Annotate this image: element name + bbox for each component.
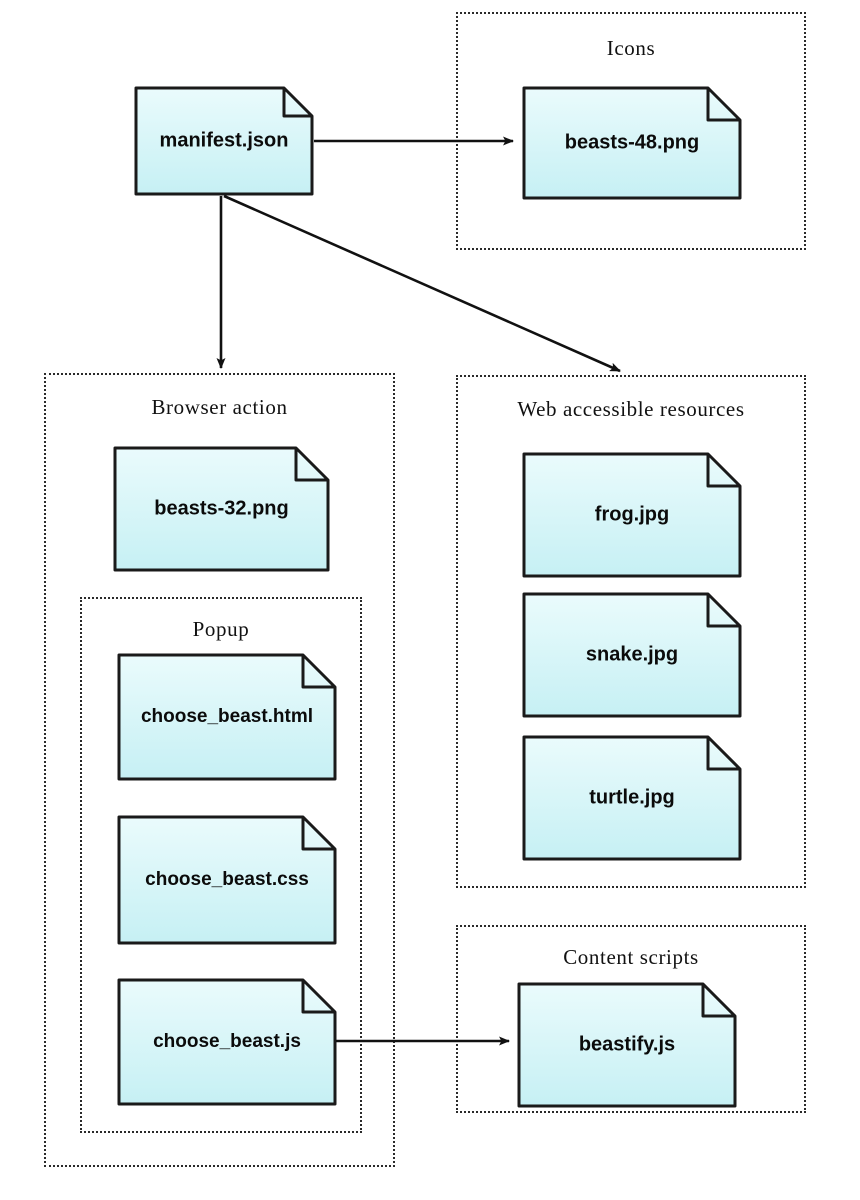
- document-icon: [117, 815, 337, 945]
- node-beastify-js[interactable]: beastify.js: [517, 982, 737, 1108]
- group-popup-label: Popup: [192, 617, 250, 641]
- document-icon: [117, 653, 337, 781]
- node-choose-beast-html[interactable]: choose_beast.html: [117, 653, 337, 781]
- node-beasts-32-png[interactable]: beasts-32.png: [113, 446, 330, 572]
- document-icon: [522, 86, 742, 200]
- node-choose-beast-css[interactable]: choose_beast.css: [117, 815, 337, 945]
- document-icon: [113, 446, 330, 572]
- node-manifest-json[interactable]: manifest.json: [134, 86, 314, 196]
- document-icon: [517, 982, 737, 1108]
- node-frog-jpg[interactable]: frog.jpg: [522, 452, 742, 578]
- group-browser-action-label: Browser action: [151, 395, 288, 419]
- document-icon: [134, 86, 314, 196]
- group-icons-label: Icons: [606, 36, 656, 60]
- group-content-scripts-label: Content scripts: [563, 945, 699, 969]
- node-turtle-jpg[interactable]: turtle.jpg: [522, 735, 742, 861]
- document-icon: [522, 592, 742, 718]
- node-choose-beast-js[interactable]: choose_beast.js: [117, 978, 337, 1106]
- group-web-accessible-resources-label: Web accessible resources: [517, 397, 745, 421]
- document-icon: [522, 452, 742, 578]
- document-icon: [117, 978, 337, 1106]
- node-beasts-48-png[interactable]: beasts-48.png: [522, 86, 742, 200]
- document-icon: [522, 735, 742, 861]
- node-snake-jpg[interactable]: snake.jpg: [522, 592, 742, 718]
